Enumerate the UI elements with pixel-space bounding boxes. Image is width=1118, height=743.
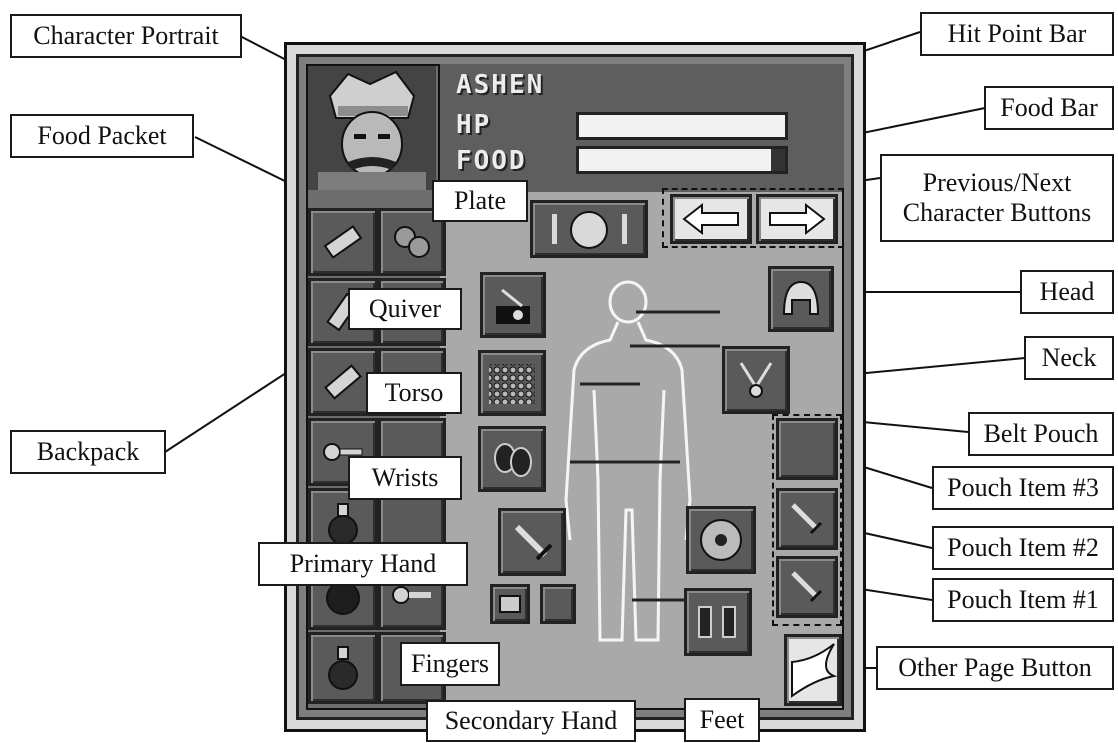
torso-slot[interactable]	[478, 350, 546, 416]
portrait-face-icon	[308, 66, 436, 190]
label-backpack: Backpack	[10, 430, 166, 474]
character-portrait[interactable]	[308, 66, 436, 190]
potion-icon	[328, 646, 358, 690]
food-packet-icon	[394, 226, 430, 258]
label-torso: Torso	[366, 372, 462, 414]
quiver-icon	[496, 288, 530, 324]
shield-icon	[700, 519, 742, 561]
label-food-bar: Food Bar	[984, 86, 1114, 130]
label-plate: Plate	[432, 180, 528, 222]
label-belt-pouch: Belt Pouch	[968, 412, 1114, 456]
finger-slot-left[interactable]	[490, 584, 530, 624]
key-icon	[323, 443, 363, 461]
page-turn-icon	[791, 643, 838, 698]
label-pouch-item-1: Pouch Item #1	[932, 578, 1114, 622]
next-character-button[interactable]	[756, 194, 838, 244]
finger-slot-right[interactable]	[540, 584, 576, 624]
backpack-slot-12[interactable]	[308, 632, 378, 704]
hit-point-bar	[576, 112, 788, 140]
food-bar	[576, 146, 788, 174]
primary-hand-slot[interactable]	[498, 508, 566, 576]
label-pouch-item-3: Pouch Item #3	[932, 466, 1114, 510]
neck-slot[interactable]	[722, 346, 790, 414]
plate-icon	[552, 211, 627, 249]
body-silhouette	[564, 280, 720, 642]
hp-label: HP	[456, 110, 492, 140]
label-primary-hand: Primary Hand	[258, 542, 468, 586]
character-name: ASHEN	[456, 70, 545, 100]
amulet-icon	[739, 362, 773, 398]
label-prev-next-buttons: Previous/Next Character Buttons	[880, 154, 1114, 242]
bracers-icon	[494, 443, 532, 477]
food-packet-slot[interactable]	[378, 208, 446, 276]
label-fingers: Fingers	[400, 642, 500, 686]
label-secondary-hand: Secondary Hand	[426, 700, 636, 742]
arrow-right-icon	[769, 202, 826, 236]
label-neck: Neck	[1024, 336, 1114, 380]
feet-slot[interactable]	[684, 588, 752, 656]
belt-pouch	[772, 414, 842, 626]
other-page-button[interactable]	[784, 634, 842, 706]
pouch-item-1-slot[interactable]	[776, 556, 838, 618]
label-feet: Feet	[684, 698, 760, 742]
arrow-left-icon	[682, 202, 739, 236]
previous-character-button[interactable]	[670, 194, 752, 244]
hit-point-bar-fill	[579, 115, 785, 137]
scroll-icon	[323, 225, 363, 259]
label-other-page-button: Other Page Button	[876, 646, 1114, 690]
food-bar-fill	[579, 149, 771, 171]
wrists-slot[interactable]	[478, 426, 546, 492]
dagger-icon	[791, 571, 823, 603]
quiver-slot[interactable]	[480, 272, 546, 338]
food-label: FOOD	[456, 146, 527, 176]
pouch-item-2-slot[interactable]	[776, 488, 838, 550]
head-slot[interactable]	[768, 266, 834, 332]
label-hit-point-bar: Hit Point Bar	[920, 12, 1114, 56]
helmet-icon	[782, 280, 820, 315]
dagger-icon	[514, 524, 553, 561]
label-pouch-item-2: Pouch Item #2	[932, 526, 1114, 570]
prev-next-button-group	[662, 188, 844, 248]
potion-icon	[328, 503, 358, 545]
label-head: Head	[1020, 270, 1114, 314]
boots-icon	[698, 606, 736, 638]
dagger-icon	[791, 503, 823, 535]
label-character-portrait: Character Portrait	[10, 14, 242, 58]
key-icon	[392, 586, 431, 604]
label-quiver: Quiver	[348, 288, 462, 330]
secondary-hand-slot[interactable]	[686, 506, 756, 574]
chainmail-icon	[489, 364, 535, 404]
label-wrists: Wrists	[348, 456, 462, 500]
label-prev-next-line1: Previous/Next	[922, 168, 1072, 198]
pouch-item-3-slot[interactable]	[776, 418, 838, 480]
plate-slot[interactable]	[530, 200, 648, 258]
ring-icon	[499, 595, 521, 613]
backpack-slot-1[interactable]	[308, 208, 378, 276]
label-food-packet: Food Packet	[10, 114, 194, 158]
scroll-icon	[324, 364, 362, 400]
label-prev-next-line2: Character Buttons	[902, 198, 1092, 227]
